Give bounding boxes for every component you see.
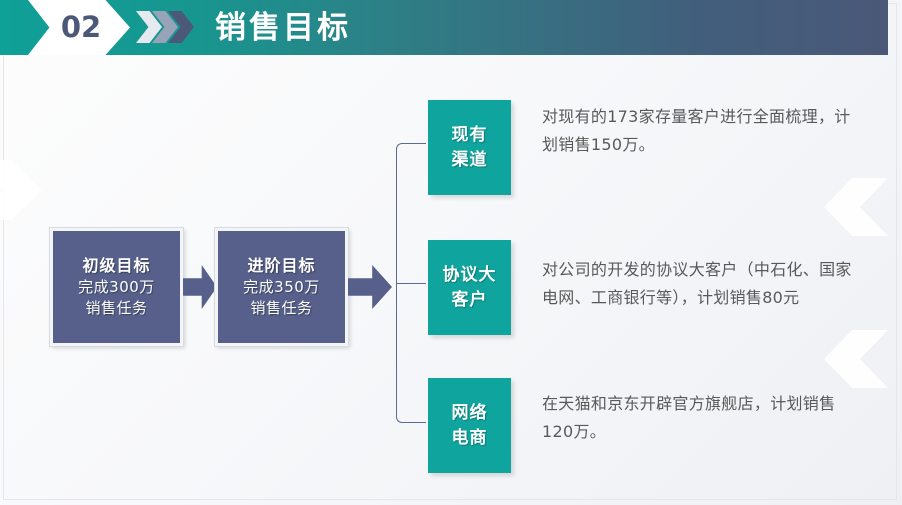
stage-line-3: 销售任务	[85, 299, 148, 317]
category-label-line2: 渠道	[451, 149, 488, 170]
header-bar: 02 销售目标	[0, 0, 888, 55]
stage-title: 进阶目标	[247, 256, 316, 275]
stage-title: 初级目标	[82, 256, 151, 275]
branch-bracket-middle-stem	[396, 283, 426, 284]
arrow-right-icon-1	[183, 265, 217, 309]
category-label-line1: 网络	[451, 402, 488, 423]
category-box-online-ecommerce[interactable]: 网络 电商	[428, 378, 511, 473]
stage-line-2: 完成300万	[78, 278, 155, 296]
category-description-existing-channel: 对现有的173家存量客户进行全面梳理，计划销售150万。	[542, 107, 851, 154]
chevron-arrows-group	[136, 11, 204, 43]
stage-box-primary-goal[interactable]: 初级目标 完成300万 销售任务	[50, 228, 183, 346]
category-label-line1: 协议大	[442, 264, 497, 285]
stage-line-3: 销售任务	[250, 299, 313, 317]
stage-box-advanced-goal[interactable]: 进阶目标 完成350万 销售任务	[215, 228, 348, 346]
category-label-line1: 现有	[451, 124, 488, 145]
category-box-agreement-key-account[interactable]: 协议大 客户	[428, 240, 511, 335]
chevron-watermark-right-bottom-icon	[824, 330, 888, 388]
chevron-watermark-right-top-icon	[824, 178, 888, 236]
section-number-badge: 02	[28, 0, 130, 55]
category-label-line2: 客户	[451, 289, 488, 310]
category-label-line2: 电商	[451, 427, 488, 448]
category-box-existing-channel[interactable]: 现有 渠道	[428, 100, 511, 195]
chevron-watermark-left-icon	[0, 160, 42, 220]
section-number: 02	[60, 10, 102, 44]
stage-line-2: 完成350万	[243, 278, 320, 296]
page-title: 销售目标	[215, 10, 351, 46]
arrow-right-icon-2	[348, 265, 392, 309]
category-description-agreement-key-account: 对公司的开发的协议大客户（中石化、国家电网、工商银行等），计划销售80元	[542, 260, 852, 307]
category-description-online-ecommerce: 在天猫和京东开辟官方旗舰店，计划销售120万。	[542, 394, 836, 441]
